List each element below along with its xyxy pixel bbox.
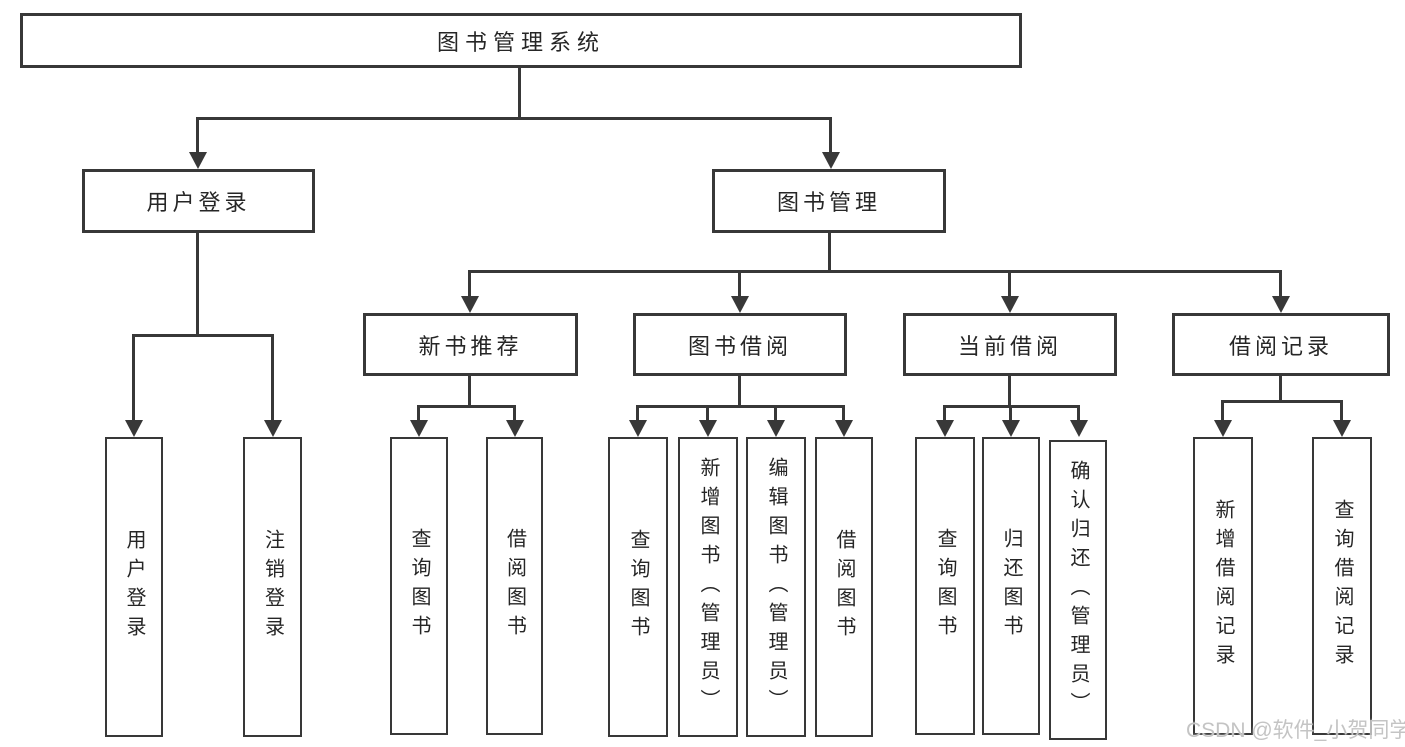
node-cb-return-books: 归还图书 xyxy=(982,437,1040,735)
node-br-add-record: 新增借阅记录 xyxy=(1193,437,1253,735)
connector-borrowing-rail xyxy=(636,405,845,408)
connector-book-mgmt-rail xyxy=(468,270,1281,273)
arrow-to-nb-borrow-books xyxy=(513,405,516,420)
node-bb-add-books-admin: 新增图书（管理员） xyxy=(678,437,738,737)
csdn-watermark: CSDN @软件_小贺同学 xyxy=(1186,719,1405,742)
node-current-borrowing: 当前借阅 xyxy=(903,313,1117,376)
connector-borrowing-stem xyxy=(738,375,741,408)
node-borrowing-records: 借阅记录 xyxy=(1172,313,1390,376)
arrow-to-user-login-action xyxy=(132,334,135,420)
node-nb-borrow-books: 借阅图书 xyxy=(486,437,543,735)
node-user-login-action: 用户登录 xyxy=(105,437,163,737)
connector-root-rail xyxy=(196,117,832,120)
connector-root-stem xyxy=(518,66,521,120)
arrow-to-br-add-record xyxy=(1221,400,1224,420)
connector-new-book-stem xyxy=(468,375,471,408)
connector-book-mgmt-stem xyxy=(828,232,831,273)
node-br-query-record: 查询借阅记录 xyxy=(1312,437,1372,735)
node-bb-edit-books-admin: 编辑图书（管理员） xyxy=(746,437,806,737)
arrow-to-book-borrowing xyxy=(738,270,741,296)
arrow-to-current-borrowing xyxy=(1008,270,1011,296)
arrow-to-cb-return-books xyxy=(1009,405,1012,420)
arrow-to-cb-query-books xyxy=(943,405,946,420)
node-cb-query-books: 查询图书 xyxy=(915,437,975,735)
arrow-to-book-management xyxy=(829,117,832,152)
node-nb-query-books: 查询图书 xyxy=(390,437,448,735)
node-new-book-recommend: 新书推荐 xyxy=(363,313,578,376)
arrow-to-bb-add-books xyxy=(706,405,709,420)
node-logout: 注销登录 xyxy=(243,437,302,737)
arrow-to-logout xyxy=(271,334,274,420)
connector-new-book-rail xyxy=(417,405,516,408)
node-bb-query-books: 查询图书 xyxy=(608,437,668,737)
connector-current-stem xyxy=(1008,375,1011,408)
arrow-to-br-query-record xyxy=(1340,400,1343,420)
node-bb-borrow-books: 借阅图书 xyxy=(815,437,873,737)
arrow-to-bb-borrow-books xyxy=(842,405,845,420)
connector-user-login-rail xyxy=(132,334,273,337)
node-user-login: 用户登录 xyxy=(82,169,315,233)
arrow-to-bb-edit-books xyxy=(774,405,777,420)
arrow-to-new-book-recommend xyxy=(468,270,471,296)
connector-records-rail xyxy=(1221,400,1343,403)
node-book-borrowing: 图书借阅 xyxy=(633,313,847,376)
connector-records-stem xyxy=(1279,375,1282,403)
arrow-to-cb-confirm-return xyxy=(1077,405,1080,420)
connector-user-login-stem xyxy=(196,232,199,337)
node-cb-confirm-return-admin: 确认归还（管理员） xyxy=(1049,440,1107,740)
arrow-to-borrowing-records xyxy=(1279,270,1282,296)
node-book-management: 图书管理 xyxy=(712,169,946,233)
node-library-system: 图书管理系统 xyxy=(20,13,1022,68)
arrow-to-user-login xyxy=(196,117,199,152)
arrow-to-bb-query-books xyxy=(636,405,639,420)
arrow-to-nb-query-books xyxy=(417,405,420,420)
